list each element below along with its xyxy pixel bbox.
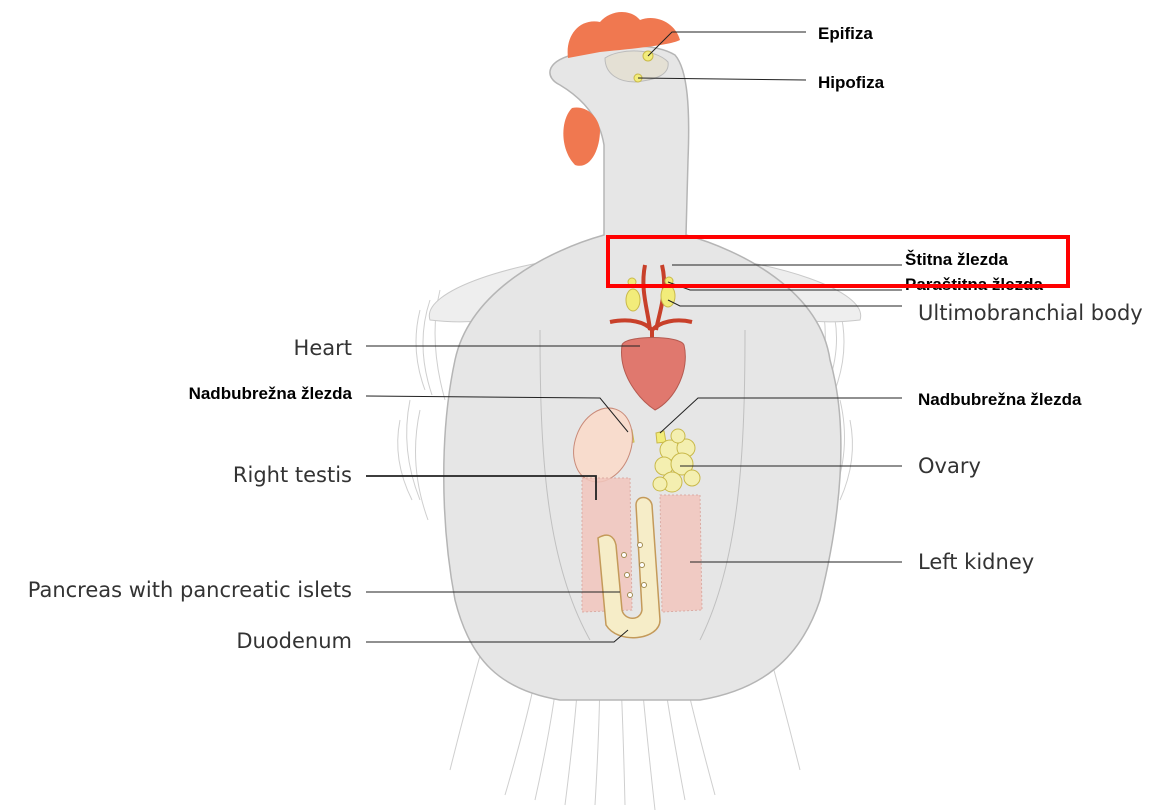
highlight-box (606, 235, 1070, 288)
label-duodenum: Duodenum (100, 631, 352, 652)
label-heart: Heart (200, 338, 352, 359)
label-nadbubrezna-left: Nadbubrežna žlezda (100, 385, 352, 402)
label-ultimobranchial-body: Ultimobranchial body (918, 303, 1143, 324)
label-ovary: Ovary (918, 456, 981, 477)
label-right-testis: Right testis (100, 465, 352, 486)
label-left-kidney: Left kidney (918, 552, 1034, 573)
thyroid-right (661, 285, 675, 307)
left-kidney-organ (660, 495, 702, 612)
label-hipofiza: Hipofiza (818, 74, 884, 91)
thyroid-left (626, 289, 640, 311)
label-epifiza: Epifiza (818, 25, 873, 42)
label-pancreas: Pancreas with pancreatic islets (0, 580, 352, 601)
label-nadbubrezna-right: Nadbubrežna žlezda (918, 391, 1081, 408)
